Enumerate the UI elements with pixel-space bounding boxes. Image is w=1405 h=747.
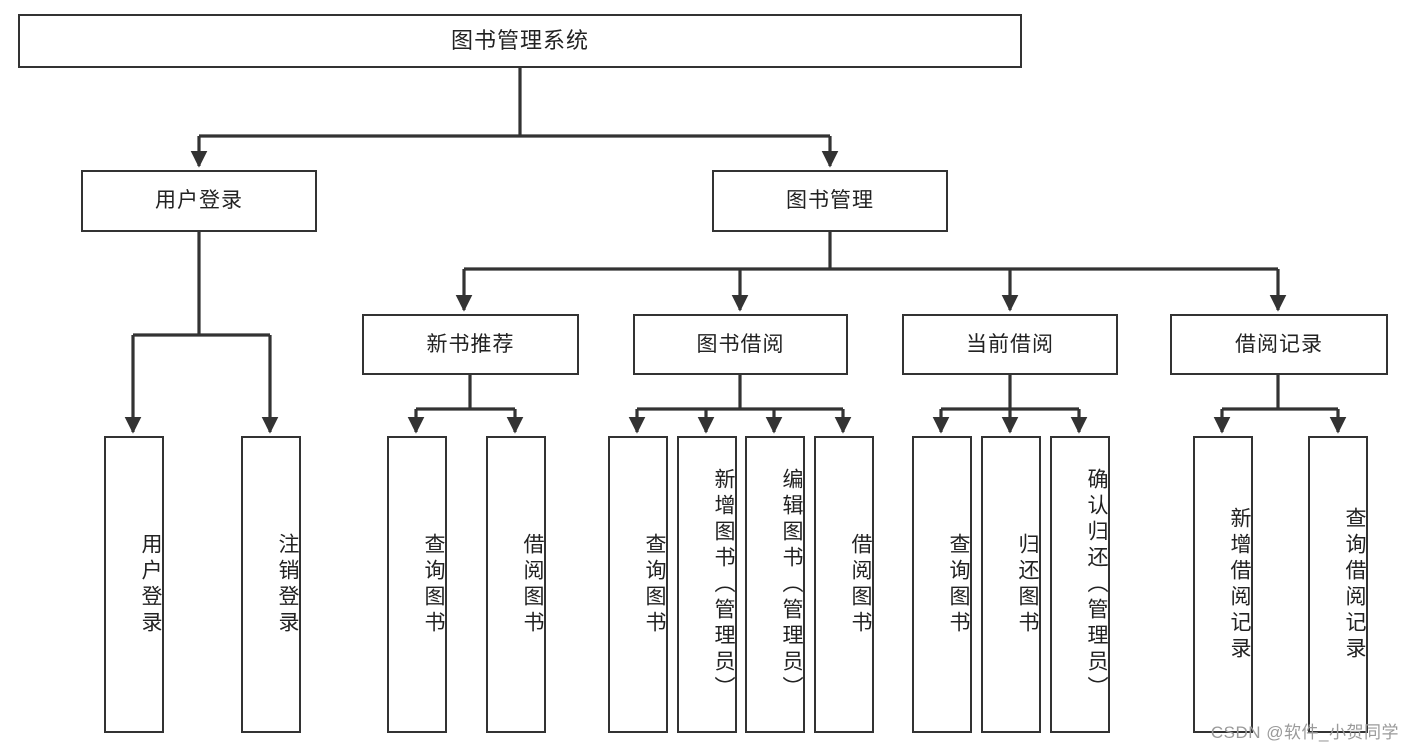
leaf-query-book-current[interactable]: 查询图书: [912, 436, 972, 733]
node-book-management-system[interactable]: 图书管理系统: [18, 14, 1022, 68]
leaf-query-book-borrowing[interactable]: 查询图书: [608, 436, 668, 733]
node-user-login[interactable]: 用户登录: [81, 170, 317, 232]
node-current-borrowing[interactable]: 当前借阅: [902, 314, 1118, 375]
leaf-add-borrowing-record[interactable]: 新增借阅记录: [1193, 436, 1253, 733]
leaf-logout[interactable]: 注销登录: [241, 436, 301, 733]
node-new-book-recommendation[interactable]: 新书推荐: [362, 314, 579, 375]
leaf-borrow-book-borrowing[interactable]: 借阅图书: [814, 436, 874, 733]
leaf-confirm-return-admin[interactable]: 确认归还（管理员）: [1050, 436, 1110, 733]
leaf-query-borrowing-record[interactable]: 查询借阅记录: [1308, 436, 1368, 733]
leaf-edit-book-admin[interactable]: 编辑图书（管理员）: [745, 436, 805, 733]
leaf-borrow-book-recommendation[interactable]: 借阅图书: [486, 436, 546, 733]
leaf-query-book-recommendation[interactable]: 查询图书: [387, 436, 447, 733]
node-borrowing-records[interactable]: 借阅记录: [1170, 314, 1388, 375]
node-book-borrowing[interactable]: 图书借阅: [633, 314, 848, 375]
leaf-user-login[interactable]: 用户登录: [104, 436, 164, 733]
leaf-return-book[interactable]: 归还图书: [981, 436, 1041, 733]
node-book-management[interactable]: 图书管理: [712, 170, 948, 232]
leaf-add-book-admin[interactable]: 新增图书（管理员）: [677, 436, 737, 733]
